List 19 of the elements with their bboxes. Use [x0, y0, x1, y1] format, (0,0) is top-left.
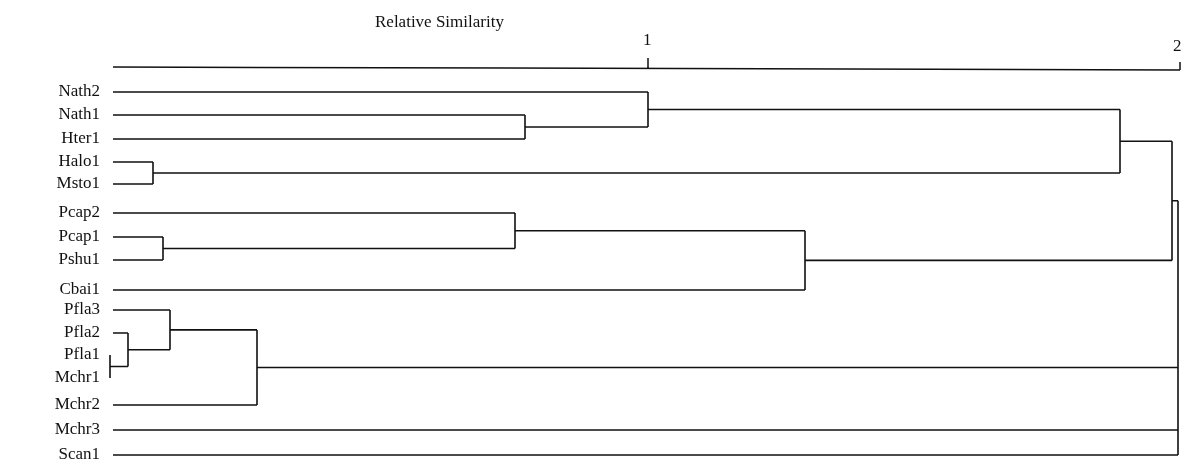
leaf-label: Pshu1: [58, 249, 100, 269]
leaf-label: Nath1: [58, 104, 100, 124]
leaf-label: Mchr3: [54, 419, 100, 439]
leaf-label: Mchr2: [54, 394, 100, 414]
leaf-label: Hter1: [61, 128, 100, 148]
leaf-label: Nath2: [58, 81, 100, 101]
tick-label: 1: [643, 30, 652, 50]
leaf-label: Pfla1: [64, 344, 100, 364]
leaf-label: Scan1: [58, 444, 100, 464]
leaf-label: Cbai1: [59, 279, 100, 299]
tick-label: 2: [1173, 36, 1182, 56]
leaf-label: Pcap2: [58, 202, 100, 222]
axis-title: Relative Similarity: [375, 12, 504, 32]
leaf-label: Mchr1: [54, 367, 100, 387]
leaf-label: Pcap1: [58, 226, 100, 246]
leaf-label: Msto1: [56, 173, 100, 193]
leaf-label: Pfla3: [64, 299, 100, 319]
leaf-label: Halo1: [58, 151, 100, 171]
leaf-label: Pfla2: [64, 322, 100, 342]
